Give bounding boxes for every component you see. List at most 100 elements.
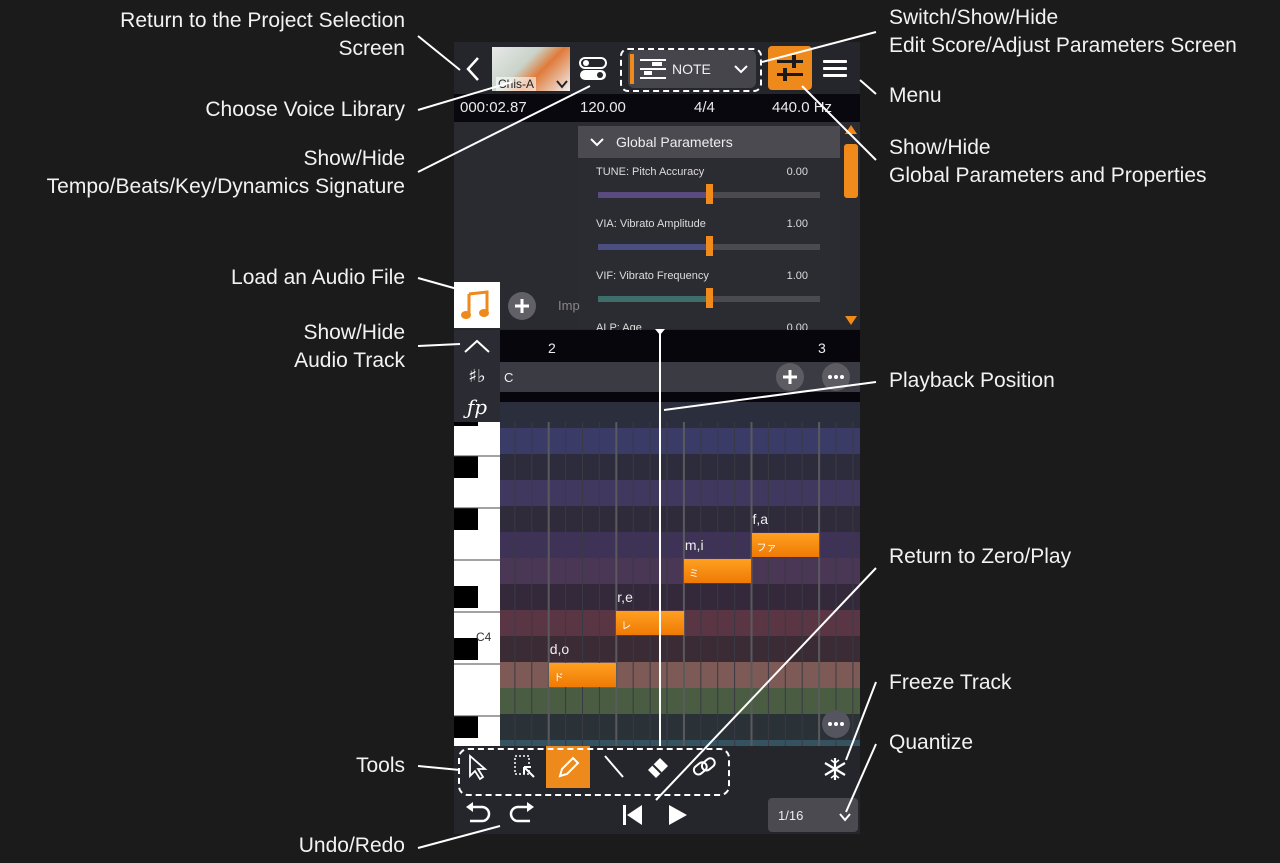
chevron-left-icon: [466, 57, 479, 81]
play-icon: [669, 805, 687, 825]
piano-roll-icon: [640, 59, 666, 79]
chevron-down-icon: [839, 813, 851, 822]
annotation-switch-screen: Switch/Show/Hide Edit Score/Adjust Param…: [889, 6, 1237, 57]
param-slider[interactable]: [598, 184, 820, 204]
note-kana: ファ: [756, 543, 777, 554]
note-lyric: d,o: [549, 641, 570, 657]
lane-G#4[interactable]: [500, 454, 860, 480]
slider-thumb[interactable]: [706, 236, 713, 256]
tool-range-select[interactable]: [502, 746, 546, 788]
measure-label: 3: [818, 340, 826, 356]
plus-icon: [515, 299, 529, 313]
add-signature-button[interactable]: [776, 363, 804, 391]
slider-thumb[interactable]: [706, 288, 713, 308]
note[interactable]: ミ: [683, 559, 752, 583]
quantize-select[interactable]: 1/16: [768, 798, 858, 832]
chevron-down-icon: [734, 65, 748, 74]
toggle-icon: [579, 57, 607, 80]
playback-position-line[interactable]: [659, 330, 661, 746]
music-note-icon: [461, 290, 489, 319]
black-key: [454, 456, 478, 478]
scroll-thumb: [844, 144, 858, 198]
freeze-track-button[interactable]: [820, 754, 850, 784]
black-key: [454, 586, 478, 608]
annotation-load-audio: Load an Audio File: [231, 266, 405, 289]
annotation-choose-voice: Choose Voice Library: [205, 98, 405, 121]
app-screen: Chis-A NOTE: [454, 42, 860, 834]
note-lyric: f,a: [752, 511, 769, 527]
signature-more-button[interactable]: [822, 363, 850, 391]
key-signature-icon: ♯♭: [454, 362, 500, 392]
mode-selector[interactable]: NOTE: [628, 50, 756, 88]
param-slider[interactable]: [598, 236, 820, 256]
playhead-icon[interactable]: [654, 328, 666, 336]
lane-A4[interactable]: [500, 428, 860, 454]
line-icon: [604, 755, 624, 778]
load-audio-button[interactable]: [454, 282, 500, 328]
chevron-down-icon: [590, 138, 604, 147]
note[interactable]: ド: [548, 663, 617, 687]
annotation-return-project: Return to the Project Selection Screen: [120, 9, 405, 60]
bottom-toolbar: 1/16: [454, 746, 860, 834]
top-bar: Chis-A NOTE: [454, 42, 860, 94]
lane-G4[interactable]: [500, 480, 860, 506]
note-kana: レ: [621, 621, 632, 632]
signature-toggle-button[interactable]: [578, 56, 608, 82]
arrow-pointer-icon: [469, 754, 488, 781]
black-key: [454, 716, 478, 738]
hamburger-icon: [823, 60, 847, 77]
annotation-tools: Tools: [355, 754, 405, 777]
annotation-menu: Menu: [889, 84, 942, 107]
lane-F#4[interactable]: [500, 506, 860, 532]
chevron-down-icon: [556, 80, 568, 89]
skip-back-icon: [623, 805, 642, 825]
play-button[interactable]: [664, 800, 692, 830]
global-parameters-panel: Global Parameters TUNE: Pitch Accuracy 0…: [578, 122, 840, 334]
annotation-undo-redo: Undo/Redo: [298, 834, 405, 857]
black-key: [454, 508, 478, 530]
note-lyric: r,e: [617, 589, 633, 605]
annotation-return-zero-play: Return to Zero/Play: [889, 545, 1072, 568]
back-button[interactable]: [458, 52, 488, 86]
tool-pencil[interactable]: [546, 746, 590, 788]
annotation-global-params: Show/Hide Global Parameters and Properti…: [889, 136, 1207, 187]
quantize-value: 1/16: [778, 808, 804, 823]
audio-track-row: Imp: [454, 282, 860, 330]
annotation-show-hide-signature: Show/Hide Tempo/Beats/Key/Dynamics Signa…: [46, 147, 405, 198]
tool-select[interactable]: [456, 746, 500, 788]
note[interactable]: レ: [616, 611, 684, 635]
global-params-toggle-button[interactable]: [768, 46, 812, 90]
mode-label: NOTE: [672, 61, 711, 77]
dynamics-icon: ƒp: [454, 392, 500, 422]
menu-button[interactable]: [820, 54, 850, 84]
tempo-readout[interactable]: 120.00: [580, 99, 626, 116]
pitch-readout[interactable]: 440.0 Hz: [772, 99, 833, 116]
measure-label: 2: [548, 340, 556, 356]
param-slider[interactable]: [598, 288, 820, 308]
annotation-quantize: Quantize: [889, 731, 974, 754]
voice-library-button[interactable]: Chis-A: [492, 47, 570, 91]
key-signature-row[interactable]: ♯♭ C: [454, 362, 860, 392]
voice-library-name: Chis-A: [496, 77, 537, 91]
roll-more-button[interactable]: [822, 710, 850, 738]
plus-icon: [783, 370, 797, 384]
snowflake-icon: [824, 758, 846, 780]
param-via: VIA: Vibrato Amplitude 1.00: [596, 218, 822, 270]
return-to-zero-button[interactable]: [618, 800, 646, 830]
redo-button[interactable]: [504, 798, 538, 830]
undo-button[interactable]: [462, 798, 496, 830]
global-parameters-header[interactable]: Global Parameters: [578, 126, 840, 158]
import-label: Imp: [558, 298, 580, 313]
more-icon: [828, 375, 844, 379]
tool-line[interactable]: [592, 746, 636, 788]
sliders-icon: [777, 55, 803, 81]
audio-track-collapse-button[interactable]: [454, 330, 500, 362]
timeline-ruler[interactable]: 2 3: [500, 330, 860, 362]
add-audio-button[interactable]: [508, 292, 536, 320]
slider-thumb[interactable]: [706, 184, 713, 204]
beats-readout[interactable]: 4/4: [694, 99, 715, 116]
black-key: [454, 638, 478, 660]
piano-keyboard[interactable]: C4: [454, 404, 500, 746]
note[interactable]: ファ: [751, 533, 820, 557]
